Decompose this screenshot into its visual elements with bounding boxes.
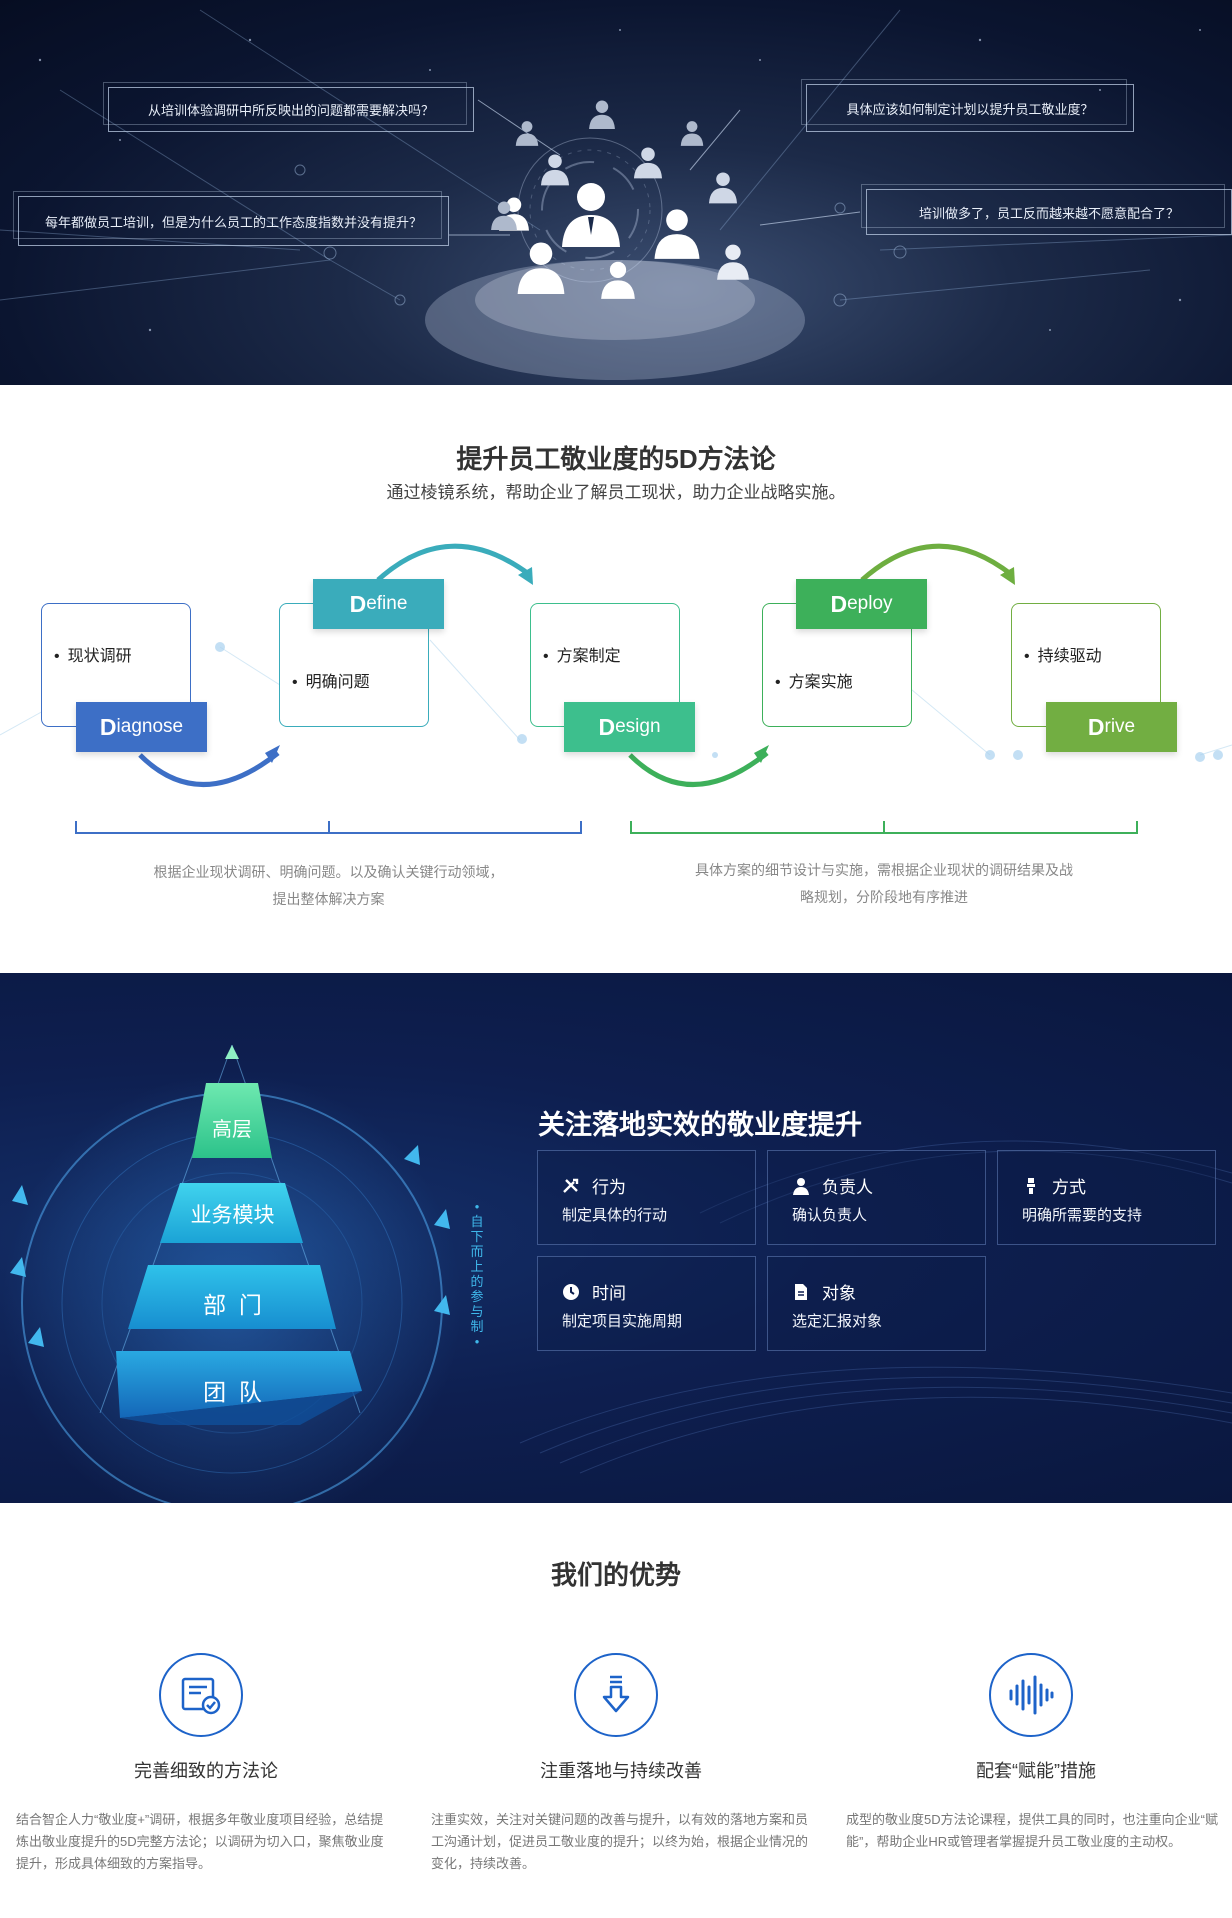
advantage-name: 完善细致的方法论 <box>134 1761 278 1781</box>
advantage-text: 注重实效，关注对关键问题的改善与提升，以有效的落地方案和员工沟通计划，促进员工敬… <box>431 1812 809 1871</box>
tools-icon <box>563 1178 579 1193</box>
focus-section: 高层 业务模块 部 门 团 队 ● 自下而上的参与制 ● 关注落地实效的敬业度提… <box>0 973 1232 1503</box>
focus-item-title: 时间 <box>592 1284 626 1303</box>
focus-item-title: 对象 <box>822 1284 856 1303</box>
pyramid-level-business: 业务模块 <box>190 1204 275 1227</box>
focus-item-desc: 选定汇报对象 <box>792 1313 883 1330</box>
checklist-icon <box>159 1653 243 1737</box>
focus-item-desc: 制定具体的行动 <box>562 1207 668 1224</box>
person-icon <box>708 172 738 204</box>
person-icon <box>562 183 620 247</box>
section-title: 我们的优势 <box>550 1560 681 1590</box>
focus-item-method: 方式 明确所需要的支持 <box>997 1150 1216 1245</box>
tag-rest: rive <box>1104 716 1136 737</box>
advantage-text: 成型的敬业度5D方法论课程，提供工具的同时，也注重向企业“赋能”，帮助企业HR或… <box>846 1812 1218 1849</box>
focus-item-title: 方式 <box>1052 1178 1086 1197</box>
focus-title: 关注落地实效的敬业度提升 <box>538 1110 862 1140</box>
person-icon <box>793 1177 809 1195</box>
person-icon <box>540 154 570 186</box>
focus-item-owner: 负责人 确认负责人 <box>767 1150 986 1245</box>
person-icon <box>680 121 704 146</box>
stand-icon <box>1027 1177 1035 1194</box>
person-icon <box>589 100 615 129</box>
desc-line: 略规划，分阶段地有序推进 <box>800 889 968 905</box>
pyramid-level-top: 高层 <box>212 1119 252 1141</box>
question-text: 培训做多了，员工反而越来越不愿意配合了？ <box>918 205 1179 221</box>
tag-initial: D <box>349 590 367 617</box>
focus-item-desc: 明确所需要的支持 <box>1022 1207 1143 1224</box>
step-text: 持续驱动 <box>1024 642 1102 666</box>
focus-item-behavior: 行为 制定具体的行动 <box>537 1150 756 1245</box>
advantage-text: 结合智企人力“敬业度+”调研，根据多年敬业度项目经验，总结提炼出敬业度提升的5D… <box>16 1812 384 1871</box>
vertical-caption-text: 自下而上的参与制 <box>470 1214 484 1334</box>
tag-initial: D <box>830 590 848 617</box>
person-icon <box>633 147 663 179</box>
vertical-caption: ● 自下而上的参与制 ● <box>470 1202 484 1346</box>
focus-item-title: 负责人 <box>822 1178 873 1197</box>
focus-item-audience: 对象 选定汇报对象 <box>767 1256 986 1351</box>
desc-line: 根据企业现状调研、明确问题。以及确认关键行动领域， <box>153 864 504 880</box>
question-box: 具体应该如何制定计划以提升员工敬业度？ <box>801 79 1134 132</box>
tag-initial: D <box>1087 713 1105 740</box>
soundwave-icon <box>989 1653 1073 1737</box>
step-text: 方案制定 <box>543 642 621 666</box>
focus-item-desc: 确认负责人 <box>792 1207 868 1224</box>
person-icon <box>517 242 565 294</box>
pyramid-level-department: 部 门 <box>203 1292 262 1318</box>
section-title: 提升员工敬业度的5D方法论 <box>456 444 776 474</box>
question-text: 从培训体验调研中所反映出的问题都需要解决吗？ <box>147 103 434 118</box>
phase-description-left: 根据企业现状调研、明确问题。以及确认关键行动领域， 提出整体解决方案 <box>76 859 581 913</box>
tag-rest: esign <box>615 716 661 737</box>
advantage-name: 注重落地与持续改善 <box>540 1761 702 1781</box>
tag-initial: D <box>598 713 616 740</box>
pyramid-graphic <box>2 1044 1232 1503</box>
focus-item-desc: 制定项目实施周期 <box>562 1313 683 1330</box>
flow-decoration <box>0 543 1232 834</box>
tag-rest: eploy <box>847 593 893 614</box>
focus-item-title: 行为 <box>592 1178 626 1197</box>
advantages-section: 我们的优势 完善细致的方法论 结合智企人力“敬业度+”调研，根据多年敬业度项目经… <box>0 1503 1232 1918</box>
five-d-section: 提升员工敬业度的5D方法论 通过棱镜系统，帮助企业了解员工现状，助力企业战略实施… <box>0 385 1232 973</box>
question-text: 具体应该如何制定计划以提升员工敬业度？ <box>846 101 1094 117</box>
clock-icon <box>563 1283 579 1300</box>
person-icon <box>601 261 635 299</box>
down-arrow-icon <box>574 1653 658 1737</box>
tag-initial: D <box>99 713 117 740</box>
question-box: 从培训体验调研中所反映出的问题都需要解决吗？ <box>103 82 474 132</box>
desc-line: 具体方案的细节设计与实施，需根据企业现状的调研结果及战 <box>695 862 1073 878</box>
hero-banner: 从培训体验调研中所反映出的问题都需要解决吗？ 每年都做员工培训，但是为什么员工的… <box>0 0 1232 385</box>
tag-rest: efine <box>366 593 408 614</box>
step-text: 方案实施 <box>775 668 853 692</box>
question-box: 每年都做员工培训，但是为什么员工的工作态度指数并没有提升？ <box>13 191 449 246</box>
desc-line: 提出整体解决方案 <box>272 891 385 907</box>
question-text: 每年都做员工培训，但是为什么员工的工作态度指数并没有提升？ <box>44 214 422 230</box>
tag-rest: iagnose <box>116 716 184 737</box>
question-box: 培训做多了，员工反而越来越不愿意配合了？ <box>861 184 1232 235</box>
person-icon <box>515 121 539 146</box>
person-icon <box>654 209 700 259</box>
section-subtitle: 通过棱镜系统，帮助企业了解员工现状，助力企业战略实施。 <box>386 483 846 502</box>
step-text: 现状调研 <box>54 642 132 666</box>
pyramid-level-team: 团 队 <box>203 1379 262 1405</box>
focus-item-time: 时间 制定项目实施周期 <box>537 1256 756 1351</box>
document-icon <box>795 1283 807 1300</box>
person-icon <box>717 244 749 280</box>
step-text: 明确问题 <box>292 668 370 692</box>
person-icon <box>491 201 517 230</box>
phase-description-right: 具体方案的细节设计与实施，需根据企业现状的调研结果及战 略规划，分阶段地有序推进 <box>631 857 1137 911</box>
advantage-name: 配套“赋能”措施 <box>976 1761 1096 1781</box>
